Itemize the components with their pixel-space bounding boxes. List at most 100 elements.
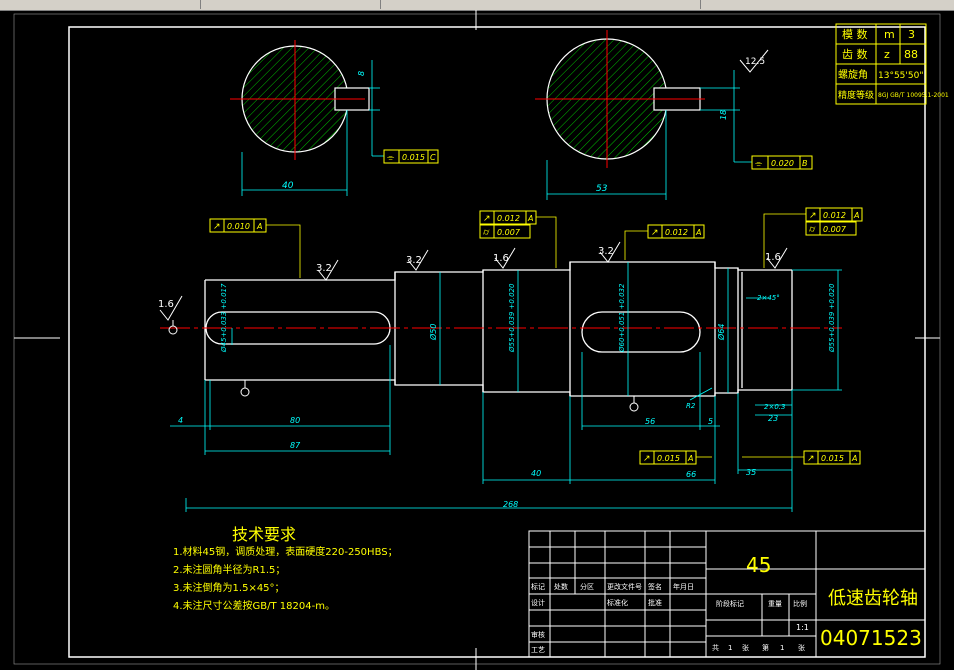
svg-text:66: 66 (686, 470, 696, 479)
svg-text:0.010: 0.010 (227, 222, 250, 231)
right-section-width-dim: 53 (596, 184, 608, 194)
tech-req-item-2: 2.未注圆角半径为R1.5； (173, 563, 285, 576)
section-view-right: 53 18 12.5 ⌯ 0.020 B (535, 30, 813, 200)
svg-text:0.012: 0.012 (823, 211, 846, 220)
title-block-texts: 标记 处数 分区 更改文件号 签名 年月日 设计 审核 工艺 标准化 批准 阶段… (531, 553, 922, 654)
window-toolbar-strip (0, 0, 954, 11)
toolbar-segment[interactable] (380, 0, 701, 9)
svg-text:A: A (256, 222, 262, 231)
svg-text:设计: 设计 (531, 598, 545, 607)
svg-text:审核: 审核 (531, 630, 545, 639)
svg-text:2×0.3: 2×0.3 (764, 403, 785, 411)
left-section-fcf: ⌯ 0.015 C (383, 149, 439, 164)
drawing-border (68, 26, 926, 658)
outer-border (13, 13, 941, 665)
roughness-values: 1.6 3.2 3.2 1.6 3.2 1.6 (158, 246, 781, 310)
svg-text:标准化: 标准化 (607, 598, 628, 607)
svg-text:1: 1 (728, 644, 732, 652)
svg-text:Ø60+0.051 +0.032: Ø60+0.051 +0.032 (618, 283, 626, 353)
gear-parameter-table: 模 数 m 3 齿 数 z 88 螺旋角 13°55'50" 精度等级 8GJ … (835, 23, 949, 105)
svg-text:1.6: 1.6 (765, 252, 781, 263)
svg-text:4: 4 (178, 416, 183, 425)
svg-text:标记: 标记 (531, 582, 545, 591)
svg-text:A: A (687, 454, 693, 463)
svg-text:↗: ↗ (483, 214, 491, 224)
svg-text:共: 共 (712, 643, 719, 652)
svg-text:A: A (527, 214, 533, 223)
left-section-width-dim: 40 (282, 181, 294, 191)
svg-text:0.015: 0.015 (402, 153, 425, 162)
svg-text:工艺: 工艺 (531, 646, 545, 654)
datum-symbols (168, 320, 639, 412)
svg-text:更改文件号: 更改文件号 (607, 582, 642, 591)
svg-text:↗: ↗ (807, 454, 815, 464)
svg-text:年月日: 年月日 (673, 582, 694, 591)
svg-text:5: 5 (708, 417, 713, 426)
svg-text:23: 23 (768, 414, 778, 423)
svg-text:处数: 处数 (554, 582, 568, 591)
gear-label-module: 模 数 (842, 28, 868, 41)
gear-sym-module: m (884, 28, 895, 41)
technical-requirements: 技术要求 1.材料45钢，调质处理，表面硬度220-250HBS； 2.未注圆角… (173, 525, 398, 612)
gear-label-accuracy: 精度等级 (838, 89, 874, 101)
svg-text:⌭: ⌭ (809, 225, 816, 235)
svg-text:0.015: 0.015 (657, 454, 680, 463)
dimension-lines (170, 262, 842, 512)
svg-text:80: 80 (290, 416, 300, 425)
toolbar-segment[interactable] (0, 0, 201, 9)
gear-sym-teeth: z (884, 48, 890, 61)
shaft-main-view (204, 261, 793, 397)
svg-text:C: C (430, 153, 436, 162)
svg-text:56: 56 (645, 417, 655, 426)
svg-text:比例: 比例 (793, 599, 807, 608)
gear-label-teeth: 齿 数 (842, 48, 868, 61)
svg-text:⌯: ⌯ (387, 153, 395, 163)
svg-text:Ø50: Ø50 (428, 324, 438, 341)
svg-text:第: 第 (762, 643, 769, 652)
dimension-texts: 4 80 87 268 40 56 5 66 35 23 2×0.3 2×45°… (178, 283, 836, 509)
svg-text:A: A (851, 454, 857, 463)
svg-text:1.6: 1.6 (158, 299, 174, 310)
svg-text:⌯: ⌯ (755, 159, 763, 169)
right-section-roughness: 12.5 (745, 57, 765, 67)
svg-text:1: 1 (780, 644, 784, 652)
toolbar-segment[interactable] (200, 0, 381, 9)
right-section-fcf: ⌯ 0.020 B (751, 155, 813, 170)
svg-text:A: A (853, 211, 859, 220)
svg-text:3.2: 3.2 (316, 263, 332, 274)
svg-text:A: A (695, 228, 701, 237)
svg-text:批准: 批准 (648, 598, 662, 607)
fcf-5: ↗ 0.015 A (639, 450, 712, 465)
right-section-key-dim: 18 (719, 110, 728, 120)
svg-text:3.2: 3.2 (598, 246, 614, 257)
svg-text:Ø64: Ø64 (716, 324, 726, 341)
left-section-key-dim: 8 (357, 71, 366, 76)
svg-text:↗: ↗ (213, 222, 221, 232)
svg-text:↗: ↗ (643, 454, 651, 464)
svg-text:87: 87 (290, 441, 301, 450)
title-block-part-name: 低速齿轮轴 (828, 588, 918, 609)
svg-text:40: 40 (531, 469, 541, 478)
tech-req-title: 技术要求 (232, 525, 296, 544)
title-block-drawing-no: 04071523 (820, 626, 922, 650)
section-view-left: 40 8 ⌯ 0.015 C (230, 40, 439, 196)
svg-text:Ø55+0.039 +0.020: Ø55+0.039 +0.020 (828, 283, 836, 353)
svg-text:张: 张 (798, 643, 805, 652)
svg-text:↗: ↗ (651, 228, 659, 238)
gear-val-accuracy: 8GJ GB/T 10095.1-2001 (878, 92, 949, 99)
svg-text:268: 268 (503, 500, 518, 509)
tech-req-item-3: 3.未注倒角为1.5×45°； (173, 581, 285, 594)
fcf-4: ↗ 0.012 A ⌭ 0.007 (763, 207, 863, 268)
svg-text:↗: ↗ (809, 211, 817, 221)
svg-text:⌭: ⌭ (483, 228, 490, 238)
svg-text:0.020: 0.020 (771, 159, 794, 168)
svg-text:1.6: 1.6 (493, 253, 509, 264)
svg-text:0.015: 0.015 (821, 454, 844, 463)
svg-text:R2: R2 (686, 402, 696, 410)
svg-text:0.007: 0.007 (823, 225, 847, 234)
title-block-scale: 1:1 (796, 623, 809, 632)
fcf-6: ↗ 0.015 A (742, 450, 861, 465)
gear-val-teeth: 88 (904, 48, 918, 61)
roughness-symbols (159, 49, 788, 321)
